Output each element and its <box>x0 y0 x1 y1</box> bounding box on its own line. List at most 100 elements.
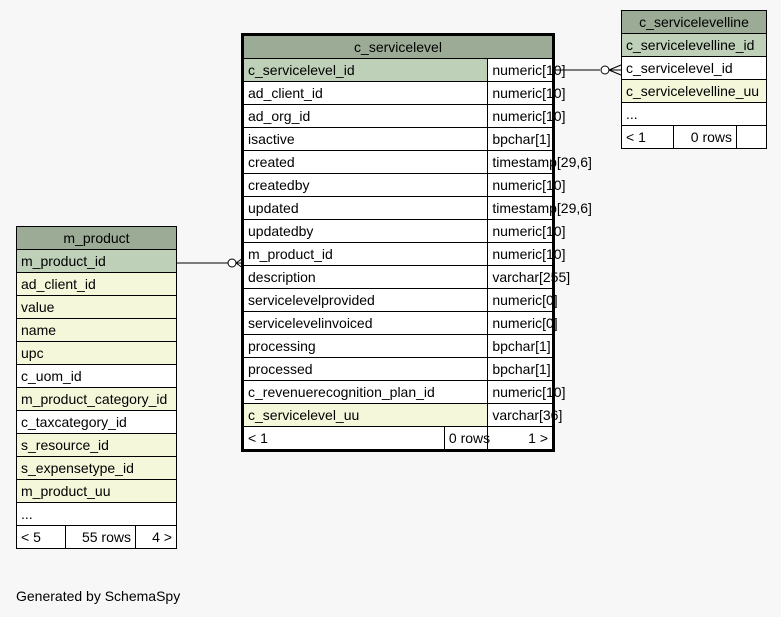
column-type: bpchar[1] <box>487 357 554 381</box>
parents-count: < 1 <box>242 426 445 451</box>
column-name: ad_client_id <box>15 272 178 296</box>
column-name: s_expensetype_id <box>15 456 178 480</box>
column-name: s_resource_id <box>15 433 178 457</box>
row-count: 0 rows <box>443 426 490 451</box>
column-row[interactable]: ... <box>620 102 768 126</box>
column-row[interactable]: s_expensetype_id <box>15 456 178 480</box>
column-name: created <box>241 150 489 174</box>
column-name: m_product_id <box>15 249 178 273</box>
row-count: 55 rows <box>65 525 136 549</box>
column-name: description <box>241 265 489 289</box>
column-name: c_uom_id <box>15 364 178 388</box>
column-name: ad_client_id <box>241 81 489 105</box>
column-type: numeric[10] <box>487 81 565 105</box>
children-count: 1 > <box>487 426 554 451</box>
column-name: upc <box>15 341 178 365</box>
column-name: c_servicelevelline_uu <box>620 79 768 103</box>
table-name: c_servicelevel <box>242 34 554 59</box>
column-row[interactable]: upc <box>15 341 178 365</box>
column-name: c_servicelevel_uu <box>241 403 489 427</box>
column-type: numeric[10] <box>487 104 565 128</box>
table-name: c_servicelevelline <box>620 10 768 34</box>
column-name: c_servicelevel_id <box>620 56 768 80</box>
column-row[interactable]: value <box>15 295 178 319</box>
column-name: c_taxcategory_id <box>15 410 178 434</box>
column-type: numeric[10] <box>487 242 565 266</box>
row-count: 0 rows <box>673 125 737 149</box>
children-count: 4 > <box>134 525 178 549</box>
column-name: name <box>15 318 178 342</box>
column-type: numeric[10] <box>487 219 565 243</box>
column-name: servicelevelinvoiced <box>241 311 489 335</box>
generated-by-text: Generated by SchemaSpy <box>16 588 181 604</box>
column-name: c_servicelevel_id <box>241 58 489 82</box>
column-name: createdby <box>241 173 489 197</box>
column-name: m_product_category_id <box>15 387 178 411</box>
column-name: processing <box>241 334 489 358</box>
column-row[interactable]: c_servicelevelline_id <box>620 33 768 57</box>
column-name: ad_org_id <box>241 104 489 128</box>
link-servicelevelline-to-servicelevel <box>554 64 622 76</box>
column-row[interactable]: s_resource_id <box>15 433 178 457</box>
column-row[interactable]: c_taxcategory_id <box>15 410 178 434</box>
children-count <box>735 125 768 149</box>
column-type: timestamp[29,6] <box>487 196 592 220</box>
column-type: numeric[10] <box>487 58 565 82</box>
table-name: m_product <box>15 226 178 250</box>
column-name: value <box>15 295 178 319</box>
column-name: c_revenuerecognition_plan_id <box>241 380 489 404</box>
column-type: numeric[0] <box>487 288 558 312</box>
column-name: processed <box>241 357 489 381</box>
column-type: varchar[255] <box>487 265 570 289</box>
column-row[interactable]: m_product_uu <box>15 479 178 503</box>
parents-count: < 5 <box>16 525 66 549</box>
table-header: m_product <box>15 226 178 250</box>
column-name: updatedby <box>241 219 489 243</box>
column-row[interactable]: c_servicelevel_id <box>620 56 768 80</box>
column-name: m_product_uu <box>15 479 178 503</box>
column-name: ... <box>620 102 768 126</box>
column-name: isactive <box>241 127 489 151</box>
link-servicelevel-to-product <box>176 257 244 269</box>
column-row[interactable]: m_product_id <box>15 249 178 273</box>
column-row[interactable]: m_product_category_id <box>15 387 178 411</box>
column-row[interactable]: c_uom_id <box>15 364 178 388</box>
column-row[interactable]: name <box>15 318 178 342</box>
column-name: servicelevelprovided <box>241 288 489 312</box>
column-row[interactable]: c_servicelevelline_uu <box>620 79 768 103</box>
column-name: ... <box>15 502 178 526</box>
column-row[interactable]: ... <box>15 502 178 526</box>
table-header: c_servicelevel <box>242 34 554 59</box>
column-type: numeric[0] <box>487 311 558 335</box>
column-type: numeric[10] <box>487 380 565 404</box>
column-row[interactable]: ad_client_id <box>15 272 178 296</box>
parents-count: < 1 <box>621 125 674 149</box>
column-name: updated <box>241 196 489 220</box>
column-type: varchar[36] <box>487 403 562 427</box>
column-type: bpchar[1] <box>487 127 554 151</box>
column-name: m_product_id <box>241 242 489 266</box>
